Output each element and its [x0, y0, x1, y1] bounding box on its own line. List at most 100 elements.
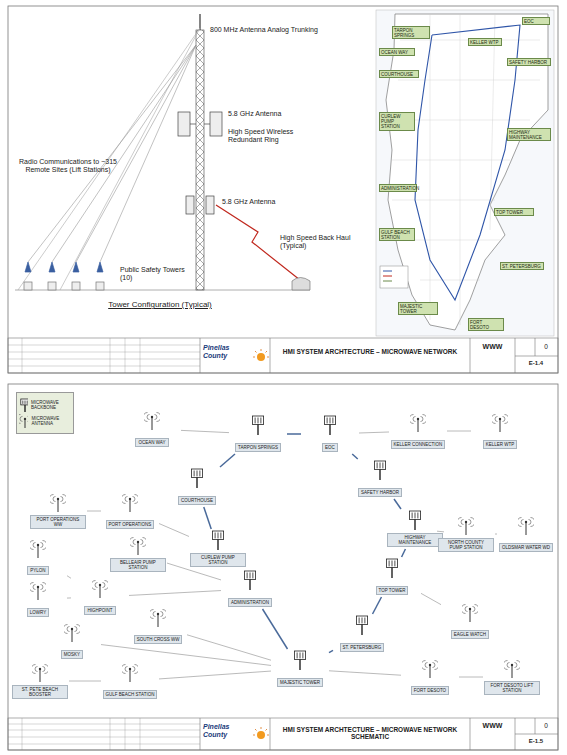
backbone-tower-node: HIGHWAY MAINTENANCE — [387, 510, 443, 548]
dish-bar — [382, 463, 383, 469]
tower-icon — [189, 468, 205, 488]
site-label: EOC — [322, 443, 338, 452]
site-label: ST. PETERSBURG — [340, 643, 385, 652]
tower-illustration — [25, 262, 31, 272]
county-map — [392, 160, 510, 161]
annotation-text: Public Safety Towers (10) — [120, 266, 195, 282]
site-label: SOUTH CROSS WW — [134, 635, 183, 644]
backbone-link — [204, 507, 211, 529]
radio-wave — [103, 583, 105, 588]
legend-item: MICROWAVE BACKBONE — [19, 398, 71, 412]
county-map — [460, 14, 461, 325]
radio-wave — [64, 625, 68, 634]
radio-link — [159, 524, 189, 537]
site-label: GULF BEACH STATION — [103, 690, 158, 699]
county-logo — [253, 727, 269, 735]
title-block — [200, 718, 201, 750]
radio-wave — [529, 520, 531, 525]
antenna-node: EAGLE WATCH — [442, 602, 498, 640]
antenna-mast — [40, 669, 41, 682]
antenna-mast — [500, 419, 501, 432]
title-block-text: E-1.4 — [516, 360, 556, 367]
site-label: PYLON — [27, 566, 48, 575]
radio-wave — [33, 543, 35, 548]
radio-wave — [75, 627, 77, 632]
tower-icon — [210, 530, 226, 550]
dish-bar — [389, 561, 390, 567]
dish-bar — [300, 653, 301, 659]
county-map — [380, 266, 408, 288]
annotation-text: Tower Configuration (Typical) — [108, 300, 212, 309]
antenna-icon — [462, 602, 478, 622]
dish-bar — [330, 418, 331, 424]
dish-bar — [415, 513, 416, 519]
title-block — [515, 734, 558, 735]
antenna-icon — [422, 658, 438, 678]
radio-wave — [50, 495, 54, 504]
tower-illustration — [210, 112, 222, 136]
map-label: MAJESTIC TOWER — [398, 302, 438, 315]
radio-wave — [531, 518, 535, 527]
antenna-tip — [24, 418, 26, 420]
county-map — [376, 10, 554, 336]
radio-wave — [144, 413, 148, 422]
radio-wave — [435, 661, 439, 670]
title-block-text: WWW — [472, 722, 513, 730]
radio-wave — [462, 605, 466, 614]
title-block — [515, 356, 558, 357]
dish-bar — [25, 401, 26, 404]
tower-illustration — [72, 282, 80, 290]
map-label: CURLEW PUMP STATION — [379, 112, 415, 131]
tower-illustration — [49, 262, 55, 272]
site-label: BELLEAIR PUMP STATION — [110, 558, 166, 572]
antenna-mast — [72, 629, 73, 642]
radio-wave — [135, 665, 139, 674]
radio-wave — [28, 416, 29, 421]
antenna-node: ST. PETE BEACH BOOSTER — [12, 662, 68, 700]
antenna-mast — [512, 665, 513, 678]
dish-panel — [409, 511, 420, 519]
title-block — [8, 744, 200, 745]
antenna-node: GULF BEACH STATION — [102, 662, 158, 700]
map-label: OCEAN WAY — [379, 48, 415, 56]
antenna-mast — [130, 669, 131, 682]
antenna-mast — [526, 522, 527, 535]
dish-bar — [197, 471, 198, 477]
radio-wave — [77, 625, 81, 634]
dish-bar — [417, 513, 418, 519]
radio-wave — [122, 495, 126, 504]
tower-icon — [292, 650, 308, 670]
tower-illustration — [100, 45, 196, 262]
title-block — [8, 718, 558, 750]
antenna-icon — [122, 492, 138, 512]
radio-wave — [433, 663, 435, 668]
antenna-mast — [38, 545, 39, 558]
radio-wave — [143, 538, 147, 547]
antenna-icon — [492, 412, 508, 432]
site-label: CURLEW PUMP STATION — [190, 553, 246, 567]
radio-wave — [43, 667, 45, 672]
antenna-icon — [150, 607, 166, 627]
antenna-tip — [469, 608, 471, 610]
dish-bar — [247, 573, 248, 579]
title-block — [8, 338, 558, 750]
site-label: LOWRY — [27, 608, 49, 617]
radio-link — [101, 645, 271, 666]
tower-icon — [384, 558, 400, 578]
radio-wave — [492, 415, 496, 424]
title-block — [140, 338, 141, 373]
dish-panel — [191, 469, 202, 477]
map-label: KELLER WTP — [468, 38, 502, 46]
antenna-node: HIGHPOINT — [72, 578, 128, 616]
site-label: NORTH COUNTY PUMP STATION — [438, 538, 494, 552]
radio-link — [447, 431, 471, 432]
legend-text: MICROWAVE BACKBONE — [31, 400, 71, 410]
tower-illustration — [76, 45, 196, 262]
county-map — [383, 271, 392, 272]
map-label: FORT DESOTO — [468, 318, 504, 331]
site-label: ADMINISTRATION — [228, 598, 272, 607]
antenna-mast — [430, 665, 431, 678]
tower-illustration — [24, 262, 104, 290]
tower-illustration — [97, 262, 103, 272]
radio-wave — [63, 495, 67, 504]
